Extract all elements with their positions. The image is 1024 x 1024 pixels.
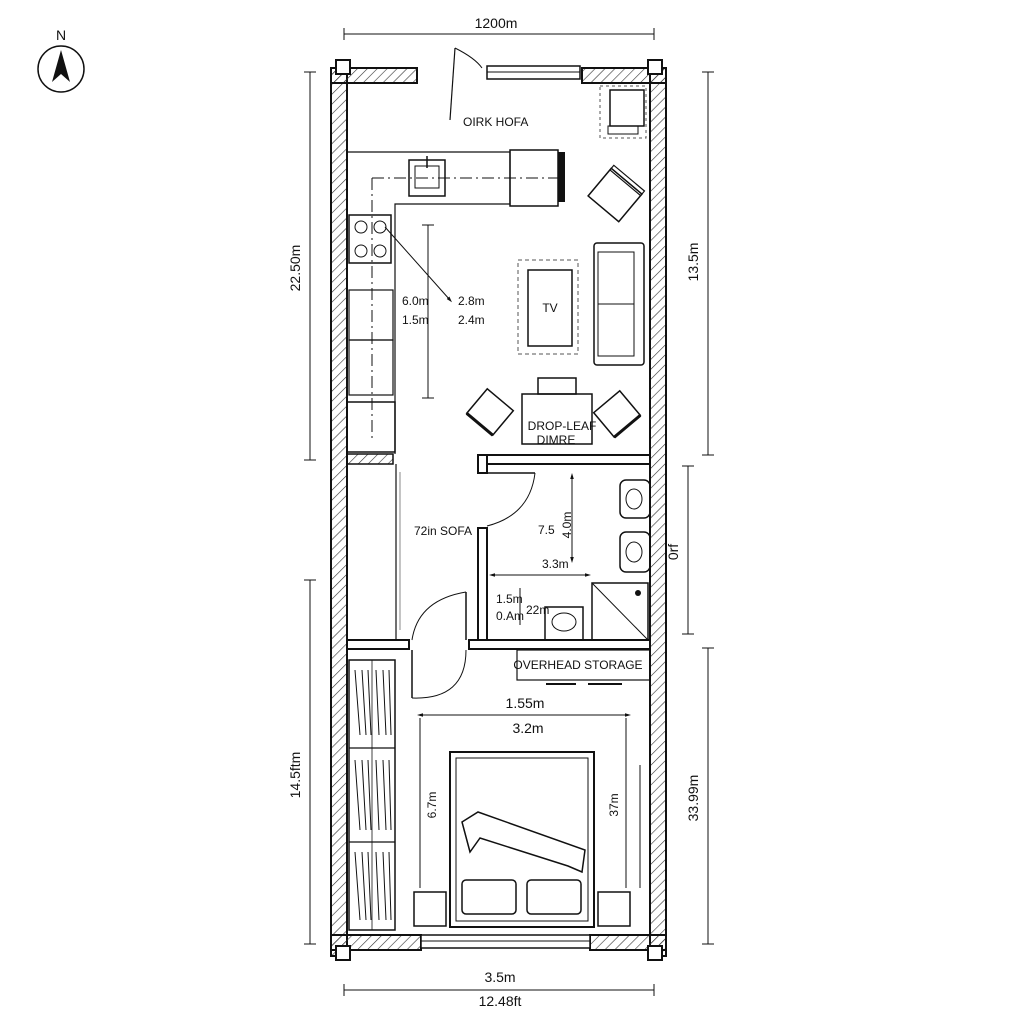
dim-bath-c: 1.5m	[496, 592, 523, 606]
tv-stand: TV	[517, 259, 579, 355]
sink-icon	[619, 531, 651, 573]
fridge-icon	[346, 401, 396, 453]
dining-chair-icon	[465, 387, 515, 437]
north-compass: N	[37, 27, 85, 93]
dim-bed-height-left: 6.7m	[425, 792, 439, 819]
sofa-icon	[593, 242, 645, 366]
cabinet	[348, 289, 394, 341]
dim-bed-width-b: 3.2m	[512, 720, 543, 736]
dim-top-width: 1200m	[475, 15, 518, 31]
wardrobe	[348, 659, 396, 931]
hall-door	[411, 591, 467, 699]
bathroom-fixtures	[544, 479, 651, 641]
dim-kitchen-c: 2.8m	[458, 294, 485, 308]
desk-chair	[599, 85, 647, 139]
dim-right-middle: 0rf	[665, 544, 681, 560]
dim-bath-d: 0.Am	[496, 609, 524, 623]
outer-dimensions: 1200m 3.5m 12.48ft 22.50m 14.5ftm 13.5m …	[287, 15, 714, 1009]
dim-left-lower: 14.5ftm	[287, 752, 303, 799]
cabinet	[348, 339, 394, 396]
storage-label: OVERHEAD STORAGE	[513, 658, 642, 672]
kitchen-dimensions: 6.0m 1.5m 2.8m 2.4m	[384, 224, 485, 399]
dining-table: DROP-LEAF DIMRE	[521, 377, 597, 447]
top-window	[486, 65, 581, 80]
nightstand-icon	[597, 891, 631, 927]
bathroom-door	[486, 472, 536, 527]
dim-bottom-imperial: 12.48ft	[479, 993, 522, 1009]
dim-kitchen-d: 2.4m	[458, 313, 485, 327]
dim-right-lower: 33.99m	[685, 775, 701, 822]
dim-bath-e: 22m	[526, 603, 549, 617]
entry-door	[449, 47, 483, 121]
interior-walls	[346, 453, 651, 650]
dim-kitchen-b: 1.5m	[402, 313, 429, 327]
dim-right-upper: 13.5m	[685, 243, 701, 282]
dim-bottom-metric: 3.5m	[484, 969, 515, 985]
dim-bed-width-a: 1.55m	[506, 695, 545, 711]
dim-bed-height-right: 37m	[607, 793, 621, 816]
dining-label-2: DIMRE	[537, 433, 576, 447]
dim-kitchen-a: 6.0m	[402, 294, 429, 308]
toilet-icon	[544, 606, 584, 641]
sofa-label: 72in SOFA	[414, 524, 472, 538]
shower-icon	[591, 582, 649, 641]
dim-bath-a: 7.5	[538, 523, 555, 537]
kitchen-sink-icon	[408, 156, 446, 197]
nightstand-icon	[413, 891, 447, 927]
stove-icon	[348, 214, 392, 264]
kitchen-counter	[346, 149, 565, 454]
overhead-storage: OVERHEAD STORAGE	[513, 649, 651, 685]
armchair-icon	[587, 164, 646, 223]
dim-bath-v: 4.0m	[560, 512, 574, 539]
dim-left-upper: 22.50m	[287, 245, 303, 292]
bathroom-dimensions: 7.5 4.0m 3.3m 1.5m 0.Am 22m	[489, 473, 591, 625]
bed-icon	[449, 751, 595, 928]
dim-bath-b: 3.3m	[542, 557, 569, 571]
north-label: N	[56, 27, 66, 43]
bed-dimensions: 1.55m 3.2m 6.7m 37m	[417, 695, 641, 888]
exterior-walls	[330, 59, 667, 961]
sink-icon	[619, 479, 651, 519]
dining-chair-icon	[592, 389, 642, 439]
bottom-window	[420, 934, 591, 949]
tv-label: TV	[542, 301, 557, 315]
dining-label-1: DROP-LEAF	[528, 419, 597, 433]
top-area-label: OIRK HOFA	[463, 115, 528, 129]
